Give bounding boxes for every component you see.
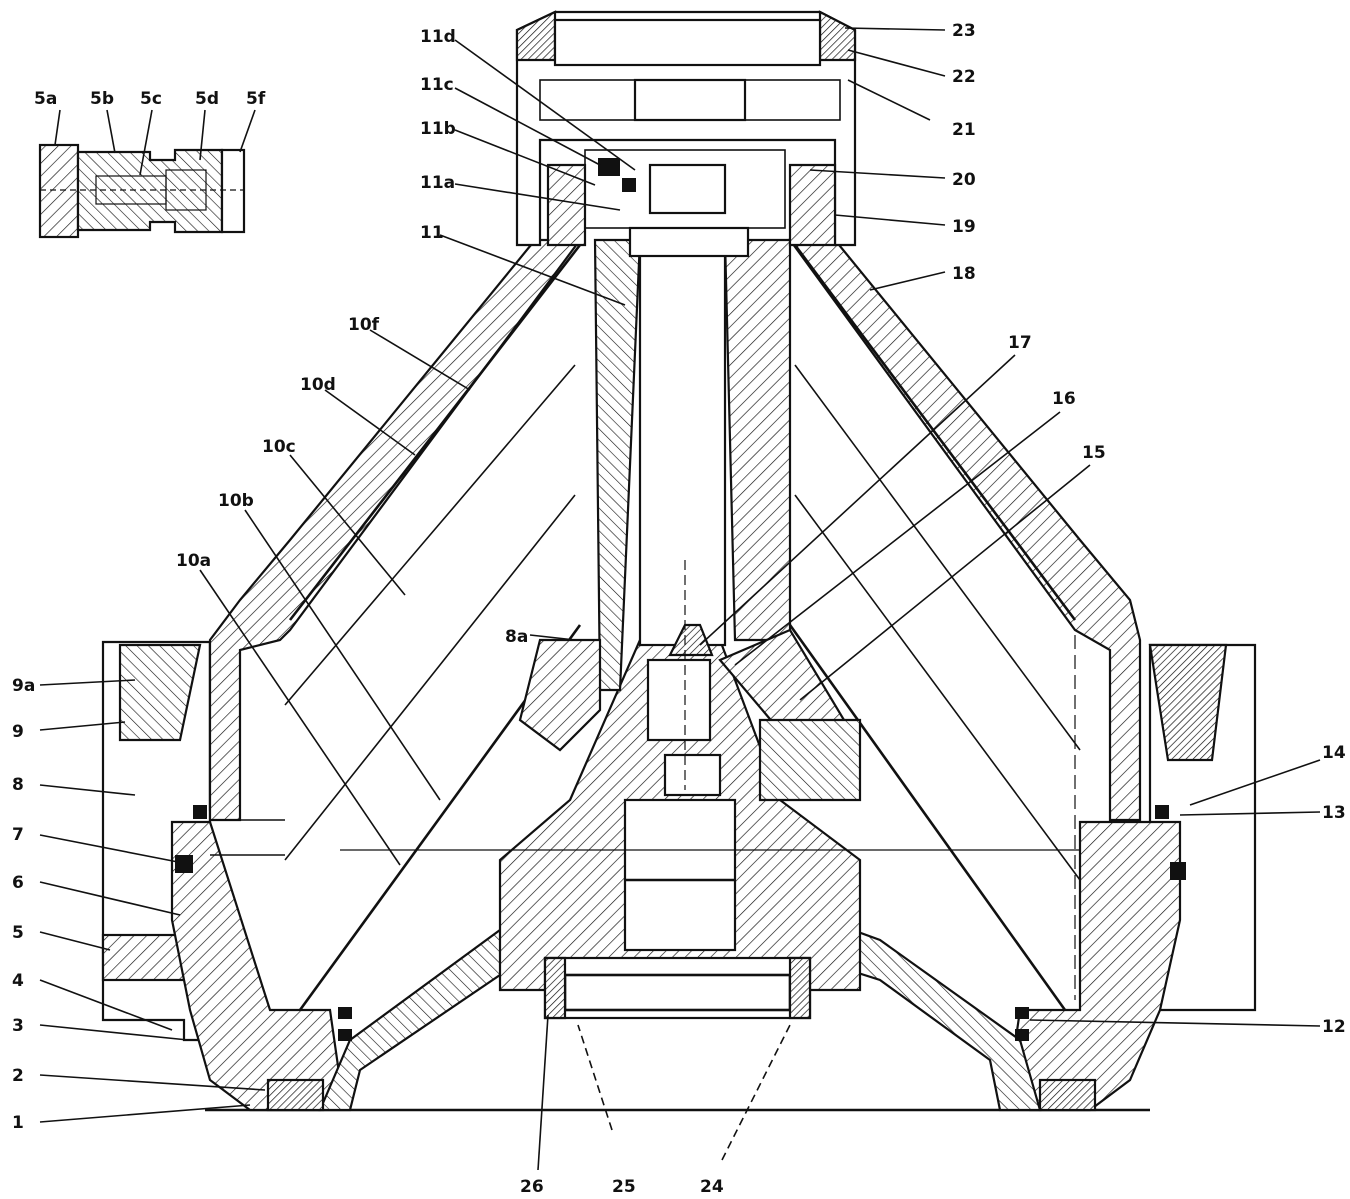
label-5c: 5c [140, 89, 162, 109]
part-labels: 23 22 21 20 19 18 17 16 15 14 13 12 11d … [12, 21, 1346, 1197]
label-13: 13 [1322, 803, 1346, 823]
label-9a: 9a [12, 676, 35, 696]
label-10c: 10c [262, 437, 296, 457]
label-10d: 10d [300, 375, 336, 395]
label-23: 23 [952, 21, 976, 41]
label-5a: 5a [34, 89, 57, 109]
label-5d: 5d [195, 89, 219, 109]
label-11c: 11c [420, 75, 454, 95]
label-24: 24 [700, 1177, 724, 1197]
label-21: 21 [952, 120, 976, 140]
label-11a: 11a [420, 173, 455, 193]
label-8a: 8a [505, 627, 528, 647]
label-22: 22 [952, 67, 976, 87]
label-25: 25 [612, 1177, 636, 1197]
top-cap [515, 10, 857, 247]
label-7: 7 [12, 825, 24, 845]
leader-lines [39, 27, 1321, 1171]
bowl-body [170, 638, 1186, 1112]
label-2: 2 [12, 1066, 24, 1086]
label-15: 15 [1082, 443, 1106, 463]
label-3: 3 [12, 1016, 24, 1036]
label-18: 18 [952, 264, 976, 284]
label-6: 6 [12, 873, 24, 893]
conical-cover [208, 238, 1142, 1011]
label-1: 1 [12, 1113, 24, 1133]
label-10b: 10b [218, 491, 254, 511]
label-20: 20 [952, 170, 976, 190]
label-10f: 10f [348, 315, 380, 335]
label-5f: 5f [246, 89, 266, 109]
label-11d: 11d [420, 27, 456, 47]
label-5: 5 [12, 923, 24, 943]
central-shaft [518, 226, 862, 802]
label-17: 17 [1008, 333, 1032, 353]
label-26: 26 [520, 1177, 544, 1197]
label-8: 8 [12, 775, 24, 795]
label-14: 14 [1322, 743, 1346, 763]
label-12: 12 [1322, 1017, 1346, 1037]
label-16: 16 [1052, 389, 1076, 409]
label-11: 11 [420, 223, 444, 243]
label-10a: 10a [176, 551, 211, 571]
label-11b: 11b [420, 119, 456, 139]
label-9: 9 [12, 722, 24, 742]
label-5b: 5b [90, 89, 114, 109]
nozzle-detail-inset [38, 143, 246, 239]
label-4: 4 [12, 971, 24, 991]
label-19: 19 [952, 217, 976, 237]
